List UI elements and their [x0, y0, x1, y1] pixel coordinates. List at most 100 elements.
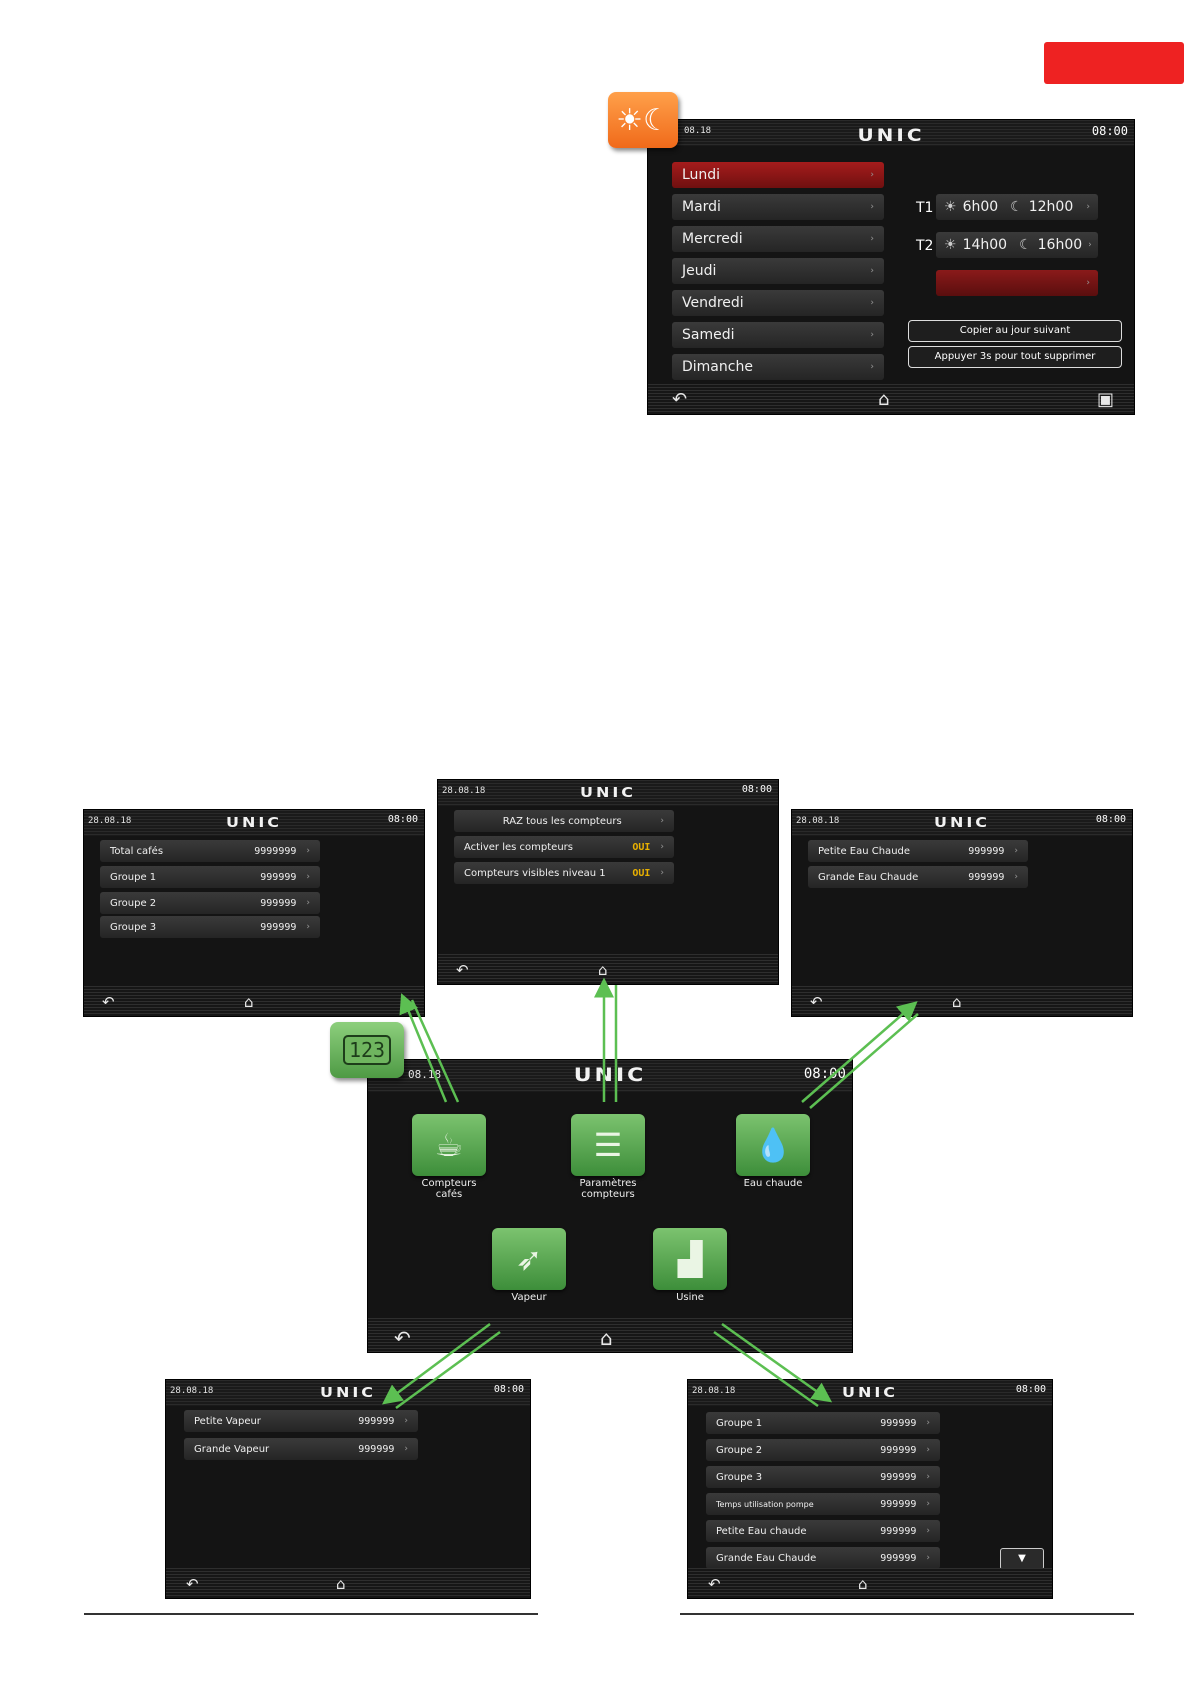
chevron-right-icon: ›	[1088, 240, 1092, 250]
back-icon[interactable]: ↶	[394, 1326, 411, 1350]
day-row-samedi[interactable]: Samedi›	[672, 322, 884, 348]
home-icon[interactable]: ⌂	[878, 389, 890, 410]
time-label: 08:00	[803, 1066, 846, 1082]
save-icon[interactable]: ▣	[1096, 389, 1114, 410]
t2-label: T2	[916, 238, 934, 254]
back-icon[interactable]: ↶	[186, 1575, 199, 1593]
sun-icon: ☀	[944, 237, 957, 253]
unic-logo: UNIC	[573, 1064, 647, 1087]
status-bar: 28.08.18 UNIC 08:00	[792, 810, 1132, 836]
arrow-to-hot-water-2	[809, 1013, 919, 1109]
moon-icon: ☾	[1019, 237, 1032, 253]
chevron-right-icon: ›	[926, 1445, 930, 1455]
arrow-to-hot-water	[801, 1001, 918, 1103]
chevron-right-icon: ›	[870, 170, 874, 180]
unic-logo: UNIC	[225, 814, 283, 831]
date-label: 28.08.18	[88, 816, 132, 826]
nav-bar: ↶ ⌂ ▣	[648, 384, 1134, 414]
status-bar: 08.18 UNIC 08:00	[648, 120, 1134, 146]
water-drop-icon: 💧	[753, 1126, 793, 1164]
time-label: 08:00	[1015, 1384, 1046, 1395]
status-bar: 28.08.18 UNIC 08:00	[438, 780, 778, 806]
nav-bar: ↶ ⌂	[688, 1568, 1052, 1598]
nav-bar: ↶ ⌂	[792, 986, 1132, 1016]
chevron-down-icon: ▼	[1018, 1553, 1026, 1564]
date-label: 28.08.18	[170, 1386, 214, 1396]
chevron-right-icon: ›	[306, 872, 310, 882]
nav-bar: ↶ ⌂	[368, 1318, 852, 1352]
t2-slot[interactable]: ☀ 14h00 ☾ 16h00 ›	[936, 232, 1098, 258]
chevron-right-icon: ›	[1014, 872, 1018, 882]
date-label: 28.08.18	[442, 786, 486, 796]
sun-icon: ☀	[944, 199, 957, 215]
back-icon[interactable]: ↶	[102, 993, 115, 1011]
back-icon[interactable]: ↶	[456, 961, 469, 979]
coffee-counters-button[interactable]: ☕	[412, 1114, 486, 1176]
section-tab	[1044, 42, 1184, 84]
time-label: 08:00	[1091, 124, 1128, 138]
tile-label: Vapeur	[511, 1292, 547, 1303]
time-label: 08:00	[741, 784, 772, 795]
day-row-mardi[interactable]: Mardi›	[672, 194, 884, 220]
time-label: 08:00	[387, 814, 418, 825]
t1-slot[interactable]: ☀ 6h00 ☾ 12h00 ›	[936, 194, 1098, 220]
unic-logo: UNIC	[841, 1384, 899, 1401]
home-icon[interactable]: ⌂	[244, 993, 254, 1011]
status-bar: 28.08.18 UNIC 08:00	[688, 1380, 1052, 1406]
chevron-right-icon: ›	[306, 846, 310, 856]
home-icon[interactable]: ⌂	[600, 1326, 613, 1350]
nav-bar: ↶ ⌂	[166, 1568, 530, 1598]
delete-all-button[interactable]: Appuyer 3s pour tout supprimer	[908, 346, 1122, 368]
sun-moon-icon: ☀☾	[608, 92, 678, 148]
reset-counters-row[interactable]: RAZ tous les compteurs›	[454, 810, 674, 832]
day-row-mercredi[interactable]: Mercredi›	[672, 226, 884, 252]
t3-slot-empty[interactable]: ›	[936, 270, 1098, 296]
home-icon[interactable]: ⌂	[858, 1575, 868, 1593]
chevron-right-icon: ›	[660, 868, 664, 878]
copy-next-day-button[interactable]: Copier au jour suivant	[908, 320, 1122, 342]
back-icon[interactable]: ↶	[810, 993, 823, 1011]
chevron-right-icon: ›	[926, 1553, 930, 1563]
counter-params-button[interactable]: ☰	[571, 1114, 645, 1176]
day-row-vendredi[interactable]: Vendredi›	[672, 290, 884, 316]
home-icon[interactable]: ⌂	[952, 993, 962, 1011]
chevron-right-icon: ›	[870, 298, 874, 308]
home-icon[interactable]: ⌂	[598, 961, 608, 979]
home-icon[interactable]: ⌂	[336, 1575, 346, 1593]
steam-button[interactable]: ➶	[492, 1228, 566, 1290]
back-icon[interactable]: ↶	[708, 1575, 721, 1593]
tile-label: Usine	[676, 1292, 704, 1303]
footer-rule-right	[680, 1613, 1134, 1615]
chevron-right-icon: ›	[926, 1472, 930, 1482]
hot-water-button[interactable]: 💧	[736, 1114, 810, 1176]
back-icon[interactable]: ↶	[672, 389, 688, 410]
day-row-lundi[interactable]: Lundi›	[672, 162, 884, 188]
arrow-to-factory-2	[713, 1330, 819, 1408]
chevron-right-icon: ›	[926, 1526, 930, 1536]
factory-button[interactable]: ▟	[653, 1228, 727, 1290]
day-row-jeudi[interactable]: Jeudi›	[672, 258, 884, 284]
status-bar: 08.18 UNIC 08:00	[368, 1060, 852, 1092]
day-row-dimanche[interactable]: Dimanche›	[672, 354, 884, 380]
